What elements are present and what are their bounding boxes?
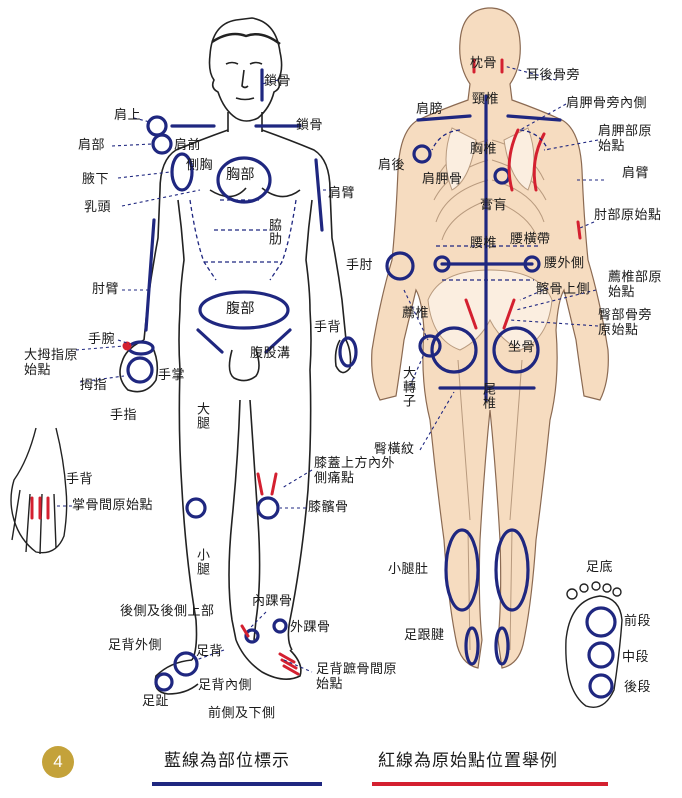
label-calf: 小腿 [194,548,209,576]
label-shoulder-rear: 肩後 [378,158,406,173]
label-scapula-inner: 肩胛骨旁內側 [566,96,648,111]
label-scapula-point: 肩胛部原始點 [598,124,653,154]
label-waist-outer: 腰外側 [544,256,585,271]
label-occiput: 枕骨 [470,56,498,71]
back-of-hand-drawing [10,427,68,555]
label-armpit: 腋下 [82,172,110,187]
label-toes: 足趾 [142,694,170,709]
label-scapula: 肩胛骨 [422,172,463,187]
label-sole-rear: 後段 [624,680,652,695]
label-coccyx: 尾椎 [480,382,495,410]
label-fingers: 手指 [110,408,138,423]
legend-blue-text: 藍線為部位標示 [164,751,290,771]
label-lumbar: 腰椎 [470,236,498,251]
label-elbow: 手肘 [346,258,374,273]
label-behind-ear: 耳後骨旁 [526,68,581,83]
label-sole-front: 前段 [624,614,652,629]
label-outer-ankle: 外踝骨 [290,620,331,635]
label-inner-foot: 足背內側 [198,678,253,693]
label-hand-back2: 手背 [66,472,94,487]
label-sole-middle: 中段 [622,650,650,665]
label-chest: 胸部 [226,167,255,183]
label-collarbone: 鎖骨 [296,118,324,133]
label-shoulder-part: 肩部 [78,138,106,153]
label-hip-side-point: 臀部骨旁原始點 [598,308,653,338]
label-wrist: 手腕 [88,332,116,347]
label-shoulder-back: 肩膀 [416,102,444,117]
legend-blue-line [152,782,322,786]
label-calf-back: 小腿肚 [388,562,429,577]
label-metacarpal-point: 掌骨間原始點 [72,498,154,513]
label-cervical: 頸椎 [472,92,500,107]
label-groin: 腹股溝 [250,346,291,361]
dashed-lines [189,129,549,281]
label-iliac-upper: 髂骨上側 [536,282,591,297]
label-palm: 手掌 [158,368,186,383]
red-markers [30,58,582,676]
label-waist-belt: 腰橫帶 [510,232,551,247]
label-kneecap: 膝髕骨 [308,500,349,515]
legend-red-line [372,782,608,786]
label-thumb: 拇指 [80,378,108,393]
label-shoulder-front: 肩前 [174,138,202,153]
label-sit-bone: 坐骨 [508,340,536,355]
label-elbow-point: 肘部原始點 [594,208,662,223]
blue-markers [126,68,617,699]
label-knee-pain: 膝蓋上方內外側痛點 [314,456,396,486]
label-side-chest: 側胸 [186,158,214,173]
label-sole-title: 足底 [586,560,614,575]
label-instep: 足背 [196,644,224,659]
label-thoracic: 胸椎 [470,142,498,157]
label-back-of-hand: 手背 [314,320,342,335]
leader-lines [56,65,604,673]
label-thumb-point: 大拇指原始點 [24,348,79,378]
label-thigh: 大腿 [194,402,209,430]
label-greater-trochanter: 大轉子 [400,366,415,408]
label-sacrum: 薦椎 [402,306,430,321]
label-heel: 足跟腱 [404,628,445,643]
label-inner-ankle: 內踝骨 [252,594,293,609]
label-sacral-point: 薦椎部原始點 [608,270,663,300]
label-collarbone-upper: 鎖骨 [264,74,292,89]
label-nipple: 乳頭 [84,200,112,215]
label-front-below: 前側及下側 [208,706,276,721]
back-figure [371,7,609,669]
legend-red-text: 紅線為原始點位置舉例 [378,751,558,771]
label-ribs: 脇肋 [266,218,281,246]
label-arm-back: 肩臂 [622,166,650,181]
label-metatarsal-point: 足背蹠骨間原始點 [316,662,398,692]
figure-number-badge: 4 [42,746,74,778]
label-abdomen: 腹部 [226,301,255,317]
label-upper-arm: 肩臂 [328,186,356,201]
label-outer-foot: 足背外側 [108,638,163,653]
label-elbow-arm: 肘臂 [92,282,120,297]
label-gluteal-fold: 臀橫紋 [374,442,415,457]
label-rear-side: 後側及後側上部 [120,604,215,619]
sole-drawing [565,581,623,708]
label-ribs-back: 膏肓 [480,198,508,213]
front-figure-outline [119,17,352,695]
label-shoulder-top: 肩上 [114,108,142,123]
